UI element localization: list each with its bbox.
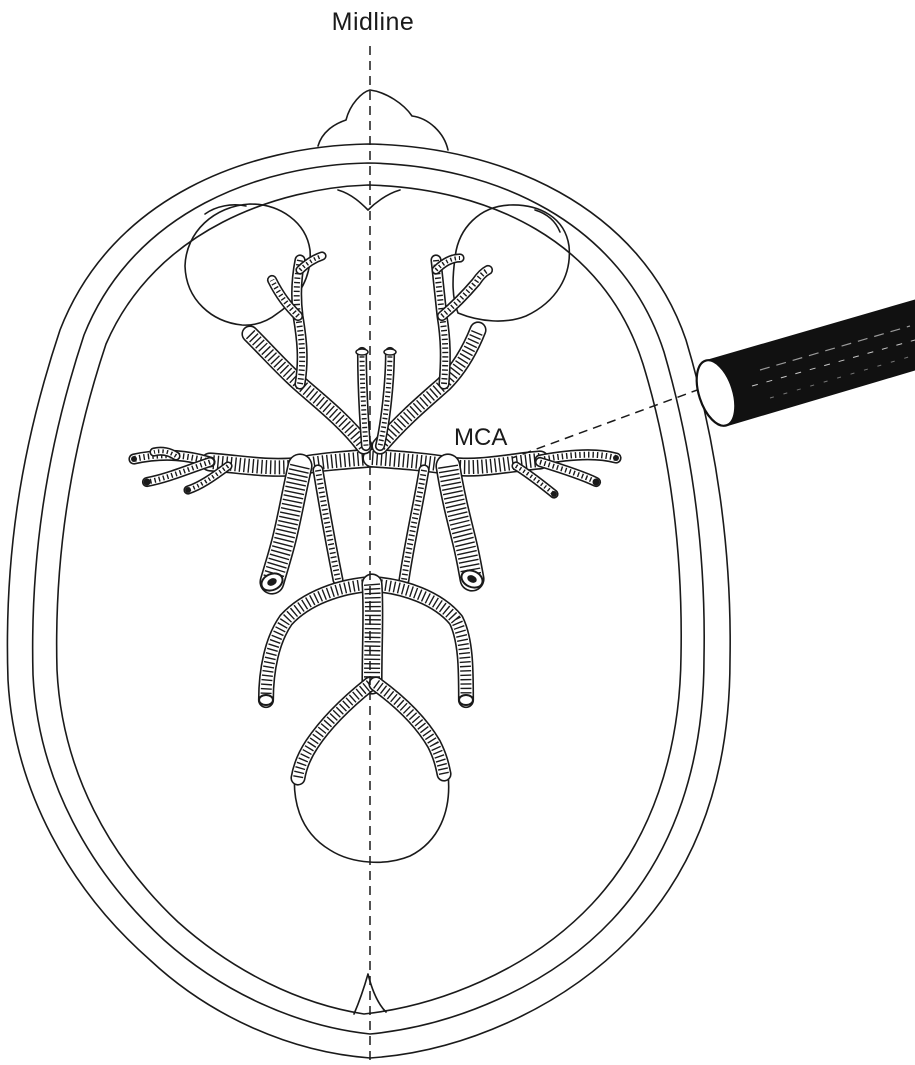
left-pcom [318, 470, 338, 580]
left-mca-branch-top [154, 451, 176, 456]
left-mca-branch-lower [147, 462, 210, 482]
left-aca-branch [297, 260, 302, 384]
right-aca-branch [436, 260, 445, 384]
frontal-falx-notch [338, 190, 400, 210]
right-aca-branch2 [442, 270, 488, 316]
transducer-probe-icon [689, 300, 915, 431]
posterior-fossa-outline [294, 760, 448, 862]
mca-label: MCA [454, 424, 507, 451]
right-mca-branch-lower [540, 462, 596, 482]
right-mca-branch-mid [516, 466, 554, 494]
basilar-artery [372, 584, 373, 684]
acom-stubs-left [362, 352, 366, 446]
left-ica [272, 466, 300, 582]
left-pca [266, 584, 372, 700]
right-mca-branch-upper [540, 455, 616, 460]
nose-outline [318, 90, 448, 150]
orbits [185, 204, 569, 325]
left-vertebral [298, 684, 370, 778]
circle-of-willis [134, 256, 616, 778]
midline-label: Midline [332, 8, 415, 36]
right-pcom [404, 470, 424, 580]
right-vertebral [376, 684, 444, 774]
right-ica [448, 466, 472, 579]
insonation-beam-line [512, 389, 700, 458]
